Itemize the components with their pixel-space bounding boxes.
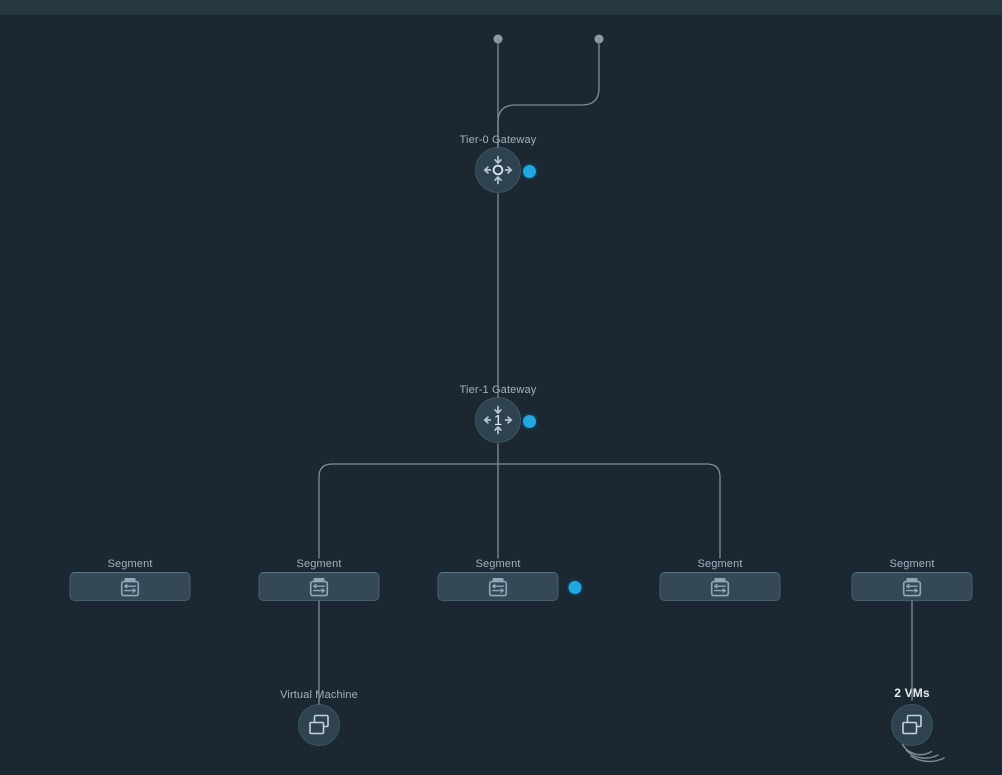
segment-icon (120, 577, 140, 596)
uplink-right-dot[interactable] (594, 34, 604, 44)
edge-bus-to-segment-2 (318, 463, 499, 559)
segment-icon (710, 577, 730, 596)
tier1-gateway-label: Tier-1 Gateway (459, 384, 537, 396)
virtual-machine-node[interactable] (298, 704, 340, 746)
segment-2-box[interactable] (258, 572, 380, 601)
segment-4-node[interactable] (659, 572, 781, 601)
segment-4-box[interactable] (659, 572, 781, 601)
segment-icon (488, 577, 508, 596)
segment-3-box[interactable] (437, 572, 584, 601)
tier1-selection-badge[interactable] (521, 413, 538, 430)
segment-2-label: Segment (296, 558, 342, 570)
segment-1-box[interactable] (69, 572, 191, 601)
vm-group-circle[interactable] (891, 704, 933, 746)
segment-3-label: Segment (475, 558, 521, 570)
tier0-gateway-label: Tier-0 Gateway (459, 134, 537, 146)
uplink-left-dot[interactable] (493, 34, 503, 44)
tier0-selection-badge[interactable] (521, 163, 538, 180)
svg-text:1: 1 (494, 412, 502, 429)
segment-1-label: Segment (107, 558, 153, 570)
segment-4-label: Segment (697, 558, 743, 570)
segment-3-node[interactable] (437, 572, 584, 601)
vm-group-label: 2 VMs (894, 686, 930, 700)
tier1-gateway-circle[interactable]: 1 (475, 397, 538, 443)
virtual-machine-circle[interactable] (298, 704, 340, 746)
segment-2-node[interactable] (258, 572, 380, 601)
segment-icon (902, 577, 922, 596)
segment-5-node[interactable] (851, 572, 973, 601)
vm-group-node[interactable] (891, 704, 945, 763)
segment-5-label: Segment (889, 558, 935, 570)
tier1-gateway-icon: 1 (483, 405, 513, 435)
virtual-machine-label: Virtual Machine (280, 689, 358, 701)
tier0-gateway-node[interactable] (475, 147, 538, 193)
virtual-machine-icon (902, 714, 922, 735)
edge-bus-to-segment-4 (497, 463, 721, 559)
tier0-gateway-circle[interactable] (475, 147, 538, 193)
segment-1-node[interactable] (69, 572, 191, 601)
top-bar (0, 0, 1002, 15)
segment-5-box[interactable] (851, 572, 973, 601)
segment-3-selection-badge[interactable] (566, 579, 584, 596)
edge-uplink-right-to-tier0 (497, 38, 600, 148)
tier0-gateway-icon (483, 155, 513, 185)
virtual-machine-icon (309, 714, 329, 735)
tier1-gateway-node[interactable]: 1 (475, 397, 538, 443)
segment-icon (309, 577, 329, 596)
